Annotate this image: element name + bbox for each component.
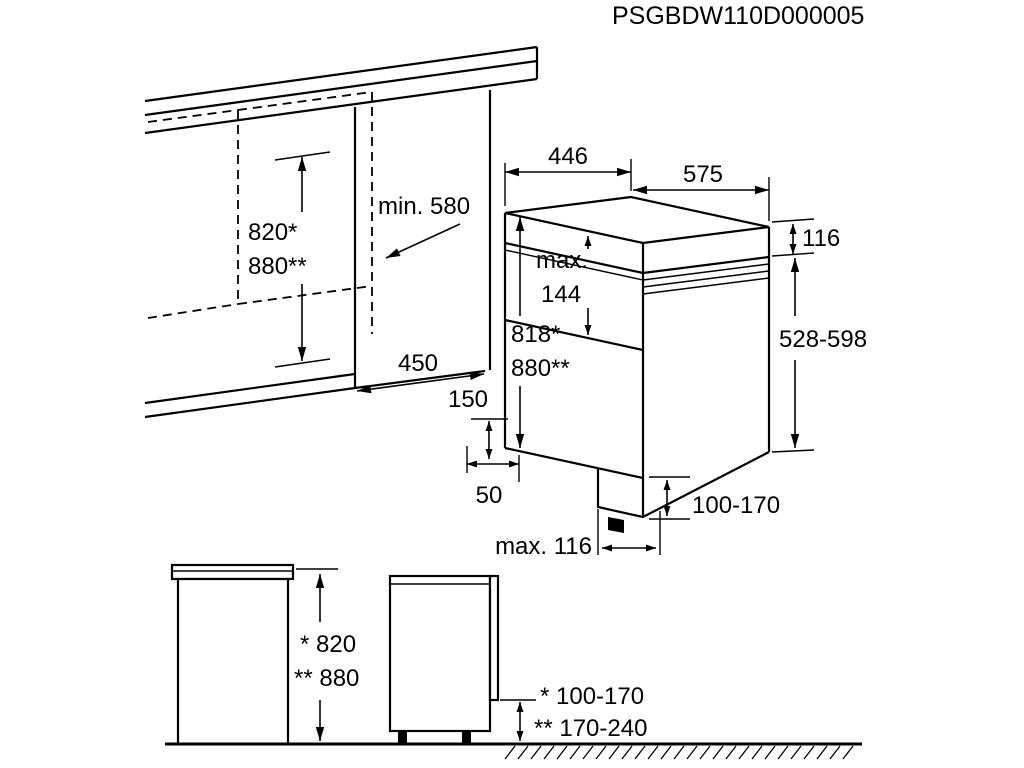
dim-side-clearance: * 100-170 ** 170-240 [500, 683, 647, 742]
appliance-height-secondary: 880** [511, 355, 570, 382]
dishwasher-worktop-trim-lines [504, 249, 770, 295]
dim-niche-width: 450 [356, 350, 485, 394]
dim-appliance-depth: 575 [633, 161, 770, 221]
dishwasher-foot [608, 517, 624, 533]
niche-hidden-edge-lines [147, 91, 373, 334]
plinth-height: 150 [448, 386, 488, 413]
dim-appliance-height: 818* 880** [511, 217, 570, 448]
plinth-thickness-max: max. 116 [495, 533, 592, 560]
appliance-depth: 575 [683, 161, 723, 188]
plinth-recess-depth: 50 [476, 482, 503, 509]
side-view-body [388, 574, 492, 733]
appliance-width: 446 [548, 143, 588, 170]
dim-plinth-height: 150 [448, 386, 508, 459]
ground-hatching [504, 745, 854, 760]
side-view-foot [462, 731, 471, 744]
control-panel-max-label: max. [536, 247, 588, 274]
drawing-code: PSGBDW110D000005 [612, 2, 864, 30]
side-view-door [488, 574, 500, 702]
front-height-raised: ** 880 [294, 665, 359, 692]
side-clearance-standard: * 100-170 [540, 683, 644, 710]
front-view-worktop [170, 563, 295, 581]
dim-niche-depth: min. 580 [378, 193, 470, 259]
niche-height-primary: 820* [248, 219, 297, 246]
dim-front-height: * 820 ** 880 [294, 568, 359, 741]
cabinet-base-lines [144, 372, 356, 419]
adjustable-feet-range: 100-170 [692, 492, 780, 519]
side-panel-height-range: 528-598 [779, 326, 867, 353]
dim-niche-height: 820* 880** [248, 151, 331, 368]
dim-control-panel: max. 144 [536, 236, 592, 335]
dim-side-panel-height: 528-598 [771, 258, 867, 453]
front-view-body [176, 577, 290, 746]
worktop-lines [144, 45, 539, 135]
niche-height-secondary: 880** [248, 253, 307, 280]
side-clearance-raised: ** 170-240 [534, 715, 647, 742]
niche-depth-min: min. 580 [378, 193, 470, 220]
appliance-height-primary: 818* [511, 321, 560, 348]
worktop-edge-height: 116 [802, 225, 840, 252]
niche-opening-lines [353, 90, 492, 390]
dim-plinth-max: max. 116 [495, 509, 661, 560]
niche-width: 450 [398, 350, 438, 377]
control-panel-max-value: 144 [541, 281, 581, 308]
front-height-standard: * 820 [300, 631, 356, 658]
side-view-foot [398, 731, 407, 744]
dim-plinth-recess: 50 [466, 446, 520, 509]
dim-feet-range: 100-170 [649, 476, 780, 520]
side-view-unit [388, 574, 500, 744]
dim-appliance-width: 446 [504, 143, 632, 206]
front-view-unit [170, 563, 295, 746]
dim-worktop-edge: 116 [771, 218, 840, 257]
dishwasher-outline [503, 195, 771, 519]
